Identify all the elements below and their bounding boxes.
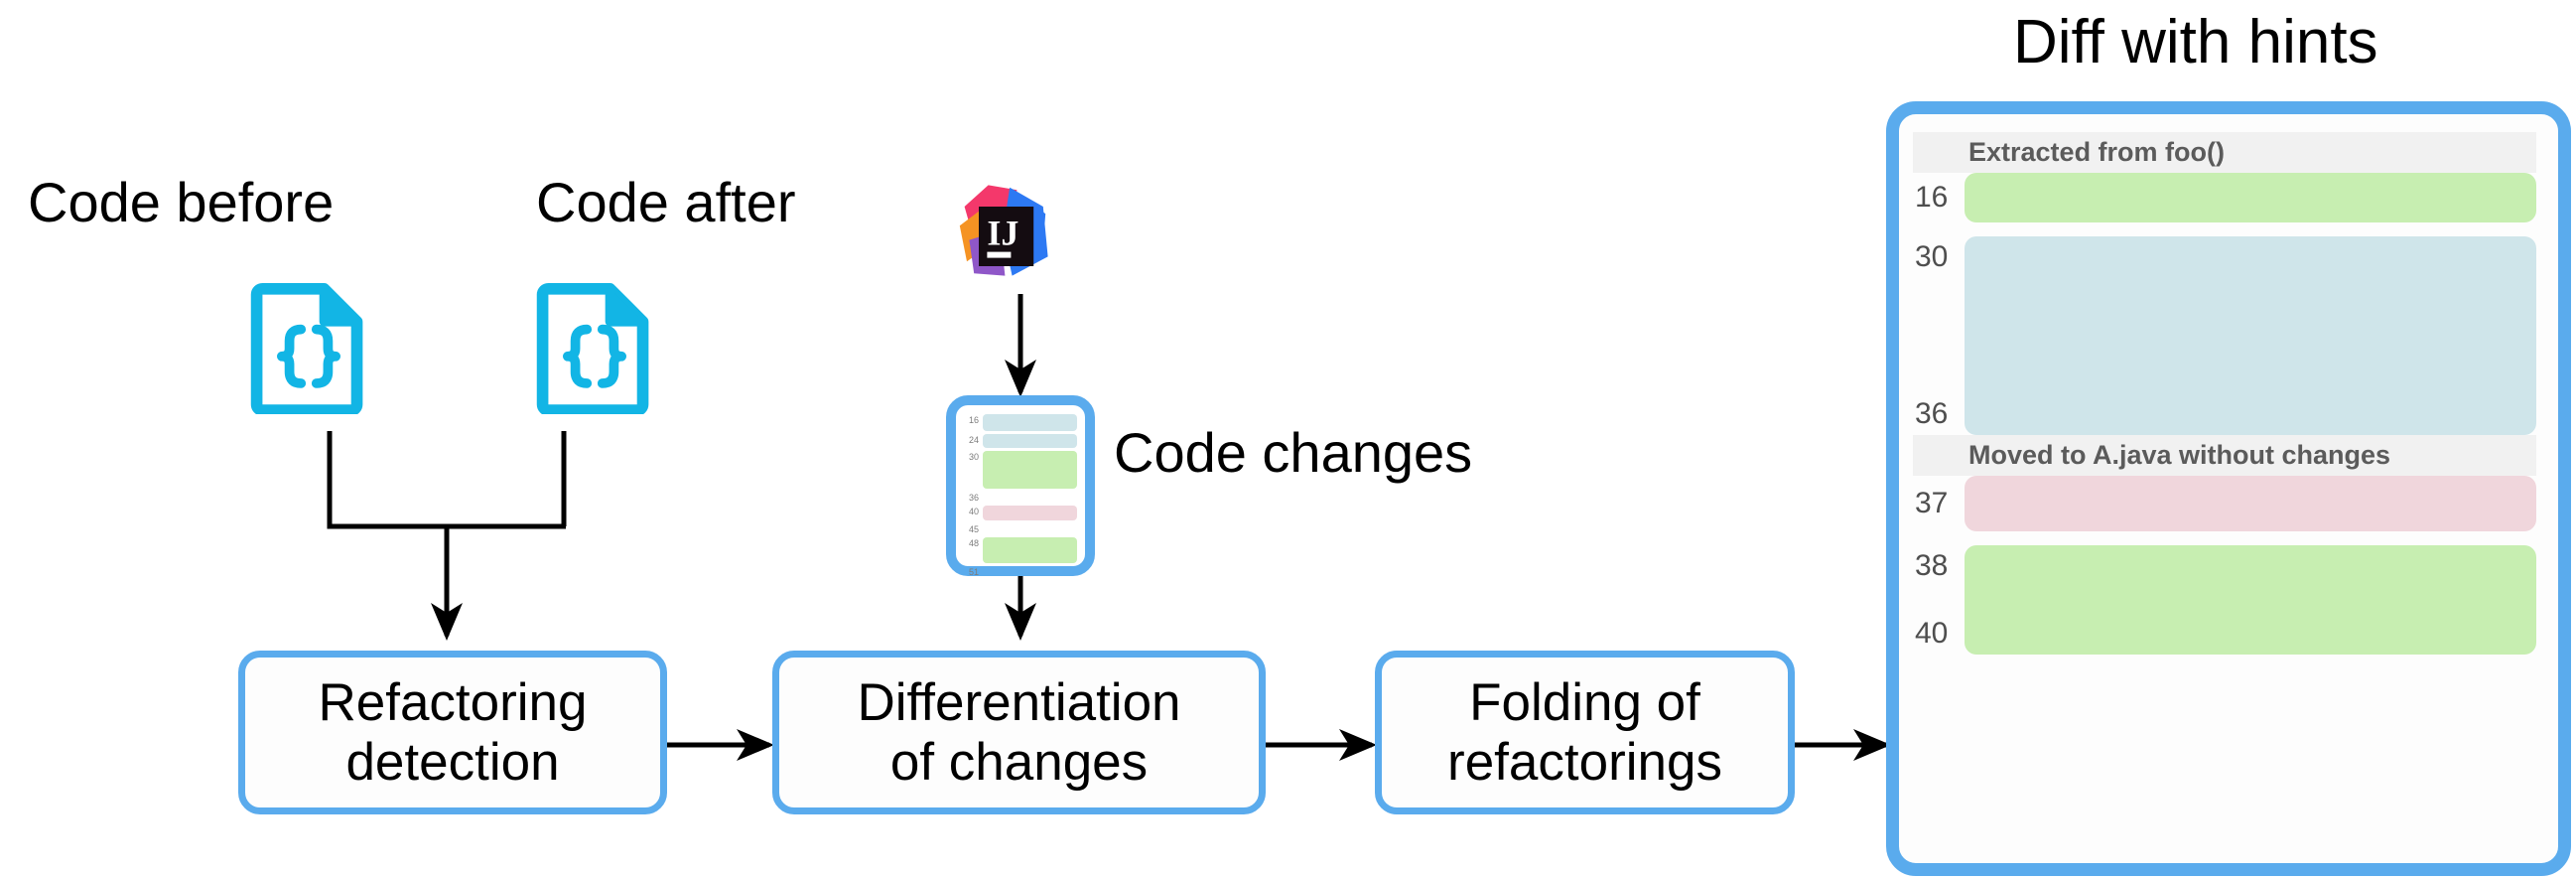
mini-diff-row: 51 [962,566,1077,577]
mini-line-number: 30 [968,452,979,462]
mini-diff-row: 24 [962,434,1077,448]
spacer [1913,531,2536,545]
wire-files-to-refactoring [327,431,567,642]
line-number-gutter: 30 36 [1913,236,1965,435]
band-moved [1965,236,2536,435]
spacer [1913,222,2536,236]
band-added [1965,173,2536,222]
line-number: 40 [1915,617,1949,650]
mini-line-number: 45 [968,524,979,534]
step-refactoring-detection[interactable]: Refactoring detection [238,651,667,814]
diff-with-hints-title: Diff with hints [2013,8,2378,76]
line-number: 36 [1915,397,1949,430]
code-after-label: Code after [536,171,796,233]
line-number-gutter: 37 [1913,476,1965,531]
step-label: Differentiation of changes [857,672,1181,792]
step-label: Folding of refactorings [1447,672,1722,792]
step-folding-of-refactorings[interactable]: Folding of refactorings [1375,651,1795,814]
band-removed [1965,476,2536,531]
diff-row-added: 16 [1913,173,2536,222]
diff-row-removed: 37 [1913,476,2536,531]
step-label: Refactoring detection [318,672,588,792]
mini-diff-row: 45 [962,523,1077,534]
step-differentiation-of-changes[interactable]: Differentiation of changes [772,651,1266,814]
mini-band-added [983,451,1077,489]
diff-row-added: 38 40 [1913,545,2536,655]
intellij-idea-logo-icon: IJ [943,171,1062,295]
mini-band-added [983,537,1077,563]
mini-band-none [983,523,1077,531]
line-number: 30 [1915,240,1949,273]
mini-line-number: 48 [968,538,979,548]
mini-line-number: 24 [968,435,979,445]
line-number: 37 [1915,487,1949,519]
mini-diff-row: 48 [962,537,1077,563]
hint-moved-to-ajava: Moved to A.java without changes [1913,435,2536,476]
mini-band-none [983,492,1077,501]
band-added [1965,545,2536,655]
mini-line-number: 40 [968,507,979,516]
code-before-label: Code before [28,171,335,233]
code-file-icon [250,283,367,419]
mini-band-removed [983,506,1077,520]
mini-band-moved [983,434,1077,448]
mini-diff-row: 16 [962,414,1077,431]
mini-line-number: 51 [968,567,979,577]
line-number: 38 [1915,549,1949,582]
line-number-gutter: 38 40 [1913,545,1965,655]
mini-band-none [983,566,1077,572]
code-changes-label: Code changes [1114,421,1473,484]
diff-row-moved: 30 36 [1913,236,2536,435]
mini-line-number: 16 [968,415,979,425]
mini-band-moved [983,414,1077,431]
line-number-gutter: 16 [1913,173,1965,222]
diff-with-hints-panel[interactable]: Extracted from foo() 16 30 36 Moved to A… [1886,101,2571,876]
mini-line-number: 36 [968,493,979,503]
hint-extracted-from-foo: Extracted from foo() [1913,132,2536,173]
mini-diff-row: 30 [962,451,1077,489]
mini-diff-row: 40 [962,506,1077,520]
line-number: 16 [1915,181,1949,214]
svg-text:IJ: IJ [987,213,1018,252]
code-file-icon [536,283,653,419]
mini-diff-row: 36 [962,492,1077,503]
code-changes-mini-panel: 16 24 30 36 40 45 48 51 [946,395,1095,577]
